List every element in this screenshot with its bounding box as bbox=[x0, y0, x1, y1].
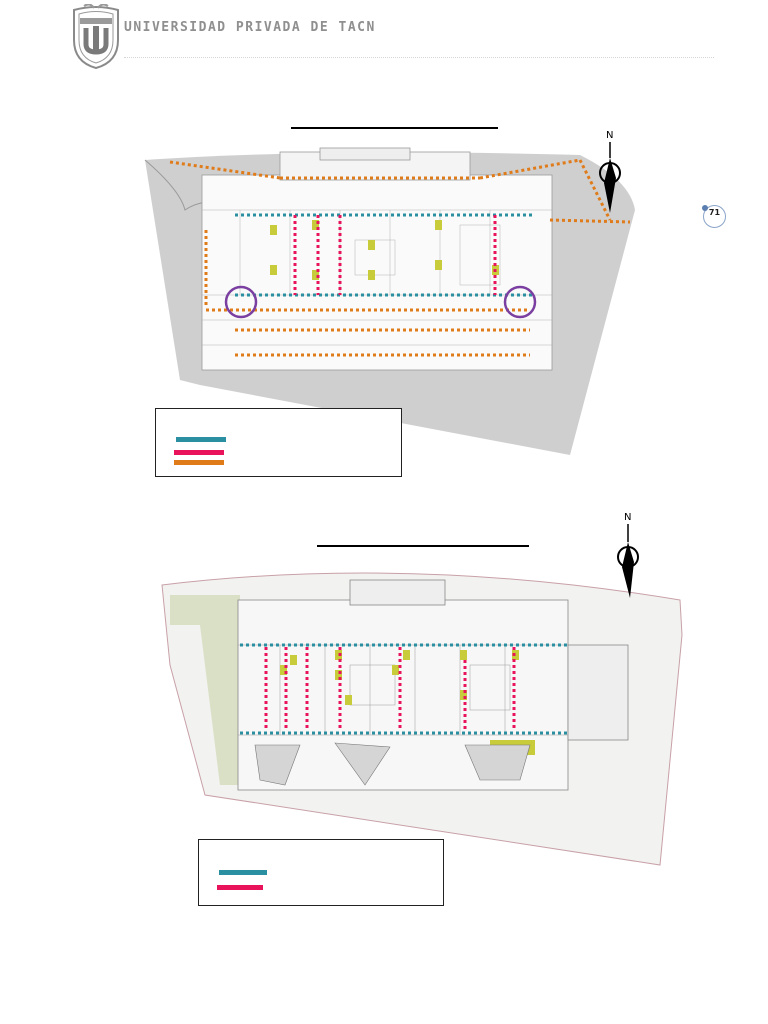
legend-swatch-magenta bbox=[174, 450, 224, 455]
north-label: N bbox=[606, 130, 613, 141]
university-crest-icon bbox=[73, 4, 119, 70]
page-badge-dot bbox=[702, 205, 708, 211]
plan2-title-underline bbox=[317, 545, 529, 547]
institution-name: UNIVERSIDAD PRIVADA DE TACN bbox=[124, 20, 376, 35]
north-arrow-icon: N bbox=[599, 130, 621, 213]
north-label: N bbox=[624, 512, 631, 523]
legend-plan-2 bbox=[198, 839, 444, 906]
legend-plan-1 bbox=[155, 408, 402, 477]
header-divider bbox=[124, 57, 714, 58]
plan1-title-underline bbox=[291, 127, 498, 129]
legend-swatch-teal bbox=[219, 870, 267, 875]
legend-swatch-orange bbox=[174, 460, 224, 465]
legend-swatch-magenta bbox=[217, 885, 263, 890]
legend-swatch-teal bbox=[176, 437, 226, 442]
site-plan-1 bbox=[144, 147, 635, 455]
page-number-badge: 71 bbox=[703, 205, 726, 228]
site-plan-2 bbox=[161, 572, 683, 866]
north-arrow-icon: N bbox=[617, 512, 639, 598]
